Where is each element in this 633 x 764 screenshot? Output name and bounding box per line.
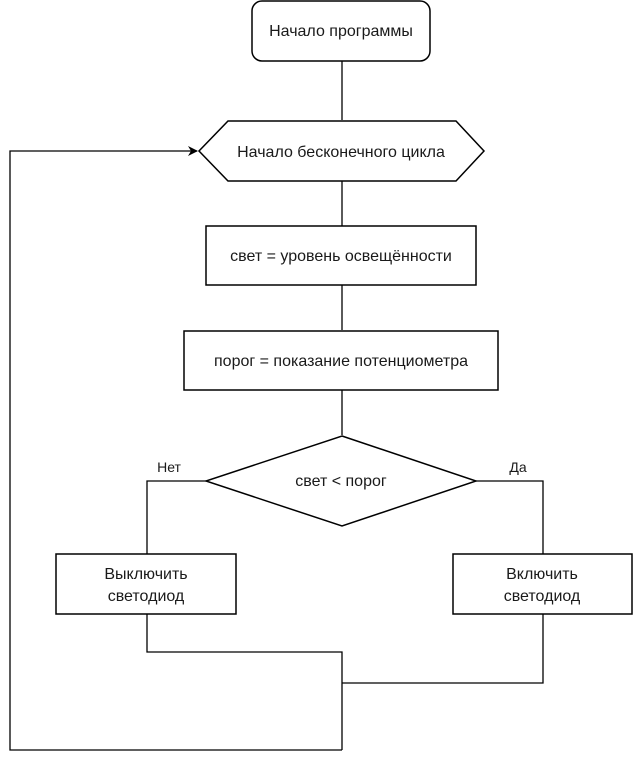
led-on-label-line-2: светодиод [504, 588, 581, 605]
edge-led-off-merge [146, 614, 343, 750]
node-loop: Начало бесконечного цикла [197, 120, 486, 182]
edge-loop-back [9, 146, 342, 751]
read-light-label: свет = уровень освещённости [230, 248, 452, 265]
read-threshold-label: порог = показание потенциометра [214, 353, 468, 370]
node-read-threshold: порог = показание потенциометра [183, 330, 499, 391]
node-read-light: свет = уровень освещённости [205, 225, 477, 286]
loop-hexagon-shape [197, 120, 486, 182]
node-led-on: Включить светодиод [452, 553, 633, 615]
edge-led-on-merge [342, 614, 544, 684]
branch-label-no: Нет [157, 459, 181, 475]
decision-label: свет < порог [295, 473, 387, 490]
start-label: Начало программы [269, 23, 413, 40]
read-threshold-process-shape [183, 330, 499, 391]
edge-decision-yes-branch [476, 480, 544, 554]
node-decision: свет < порог [203, 435, 479, 527]
decision-diamond-shape [203, 435, 479, 527]
loop-label: Начало бесконечного цикла [237, 144, 445, 161]
start-terminator-shape [251, 0, 431, 62]
led-off-process-shape [55, 553, 237, 615]
led-on-process-shape [452, 553, 633, 615]
led-off-label-line-1: Выключить [104, 566, 187, 583]
led-on-label-line-1: Включить [506, 566, 578, 583]
branch-label-yes: Да [509, 459, 526, 475]
edge-decision-no-branch [146, 480, 206, 554]
node-led-off: Выключить светодиод [55, 553, 237, 615]
read-light-process-shape [205, 225, 477, 286]
led-off-label-line-2: светодиод [108, 588, 185, 605]
node-start: Начало программы [251, 0, 431, 62]
